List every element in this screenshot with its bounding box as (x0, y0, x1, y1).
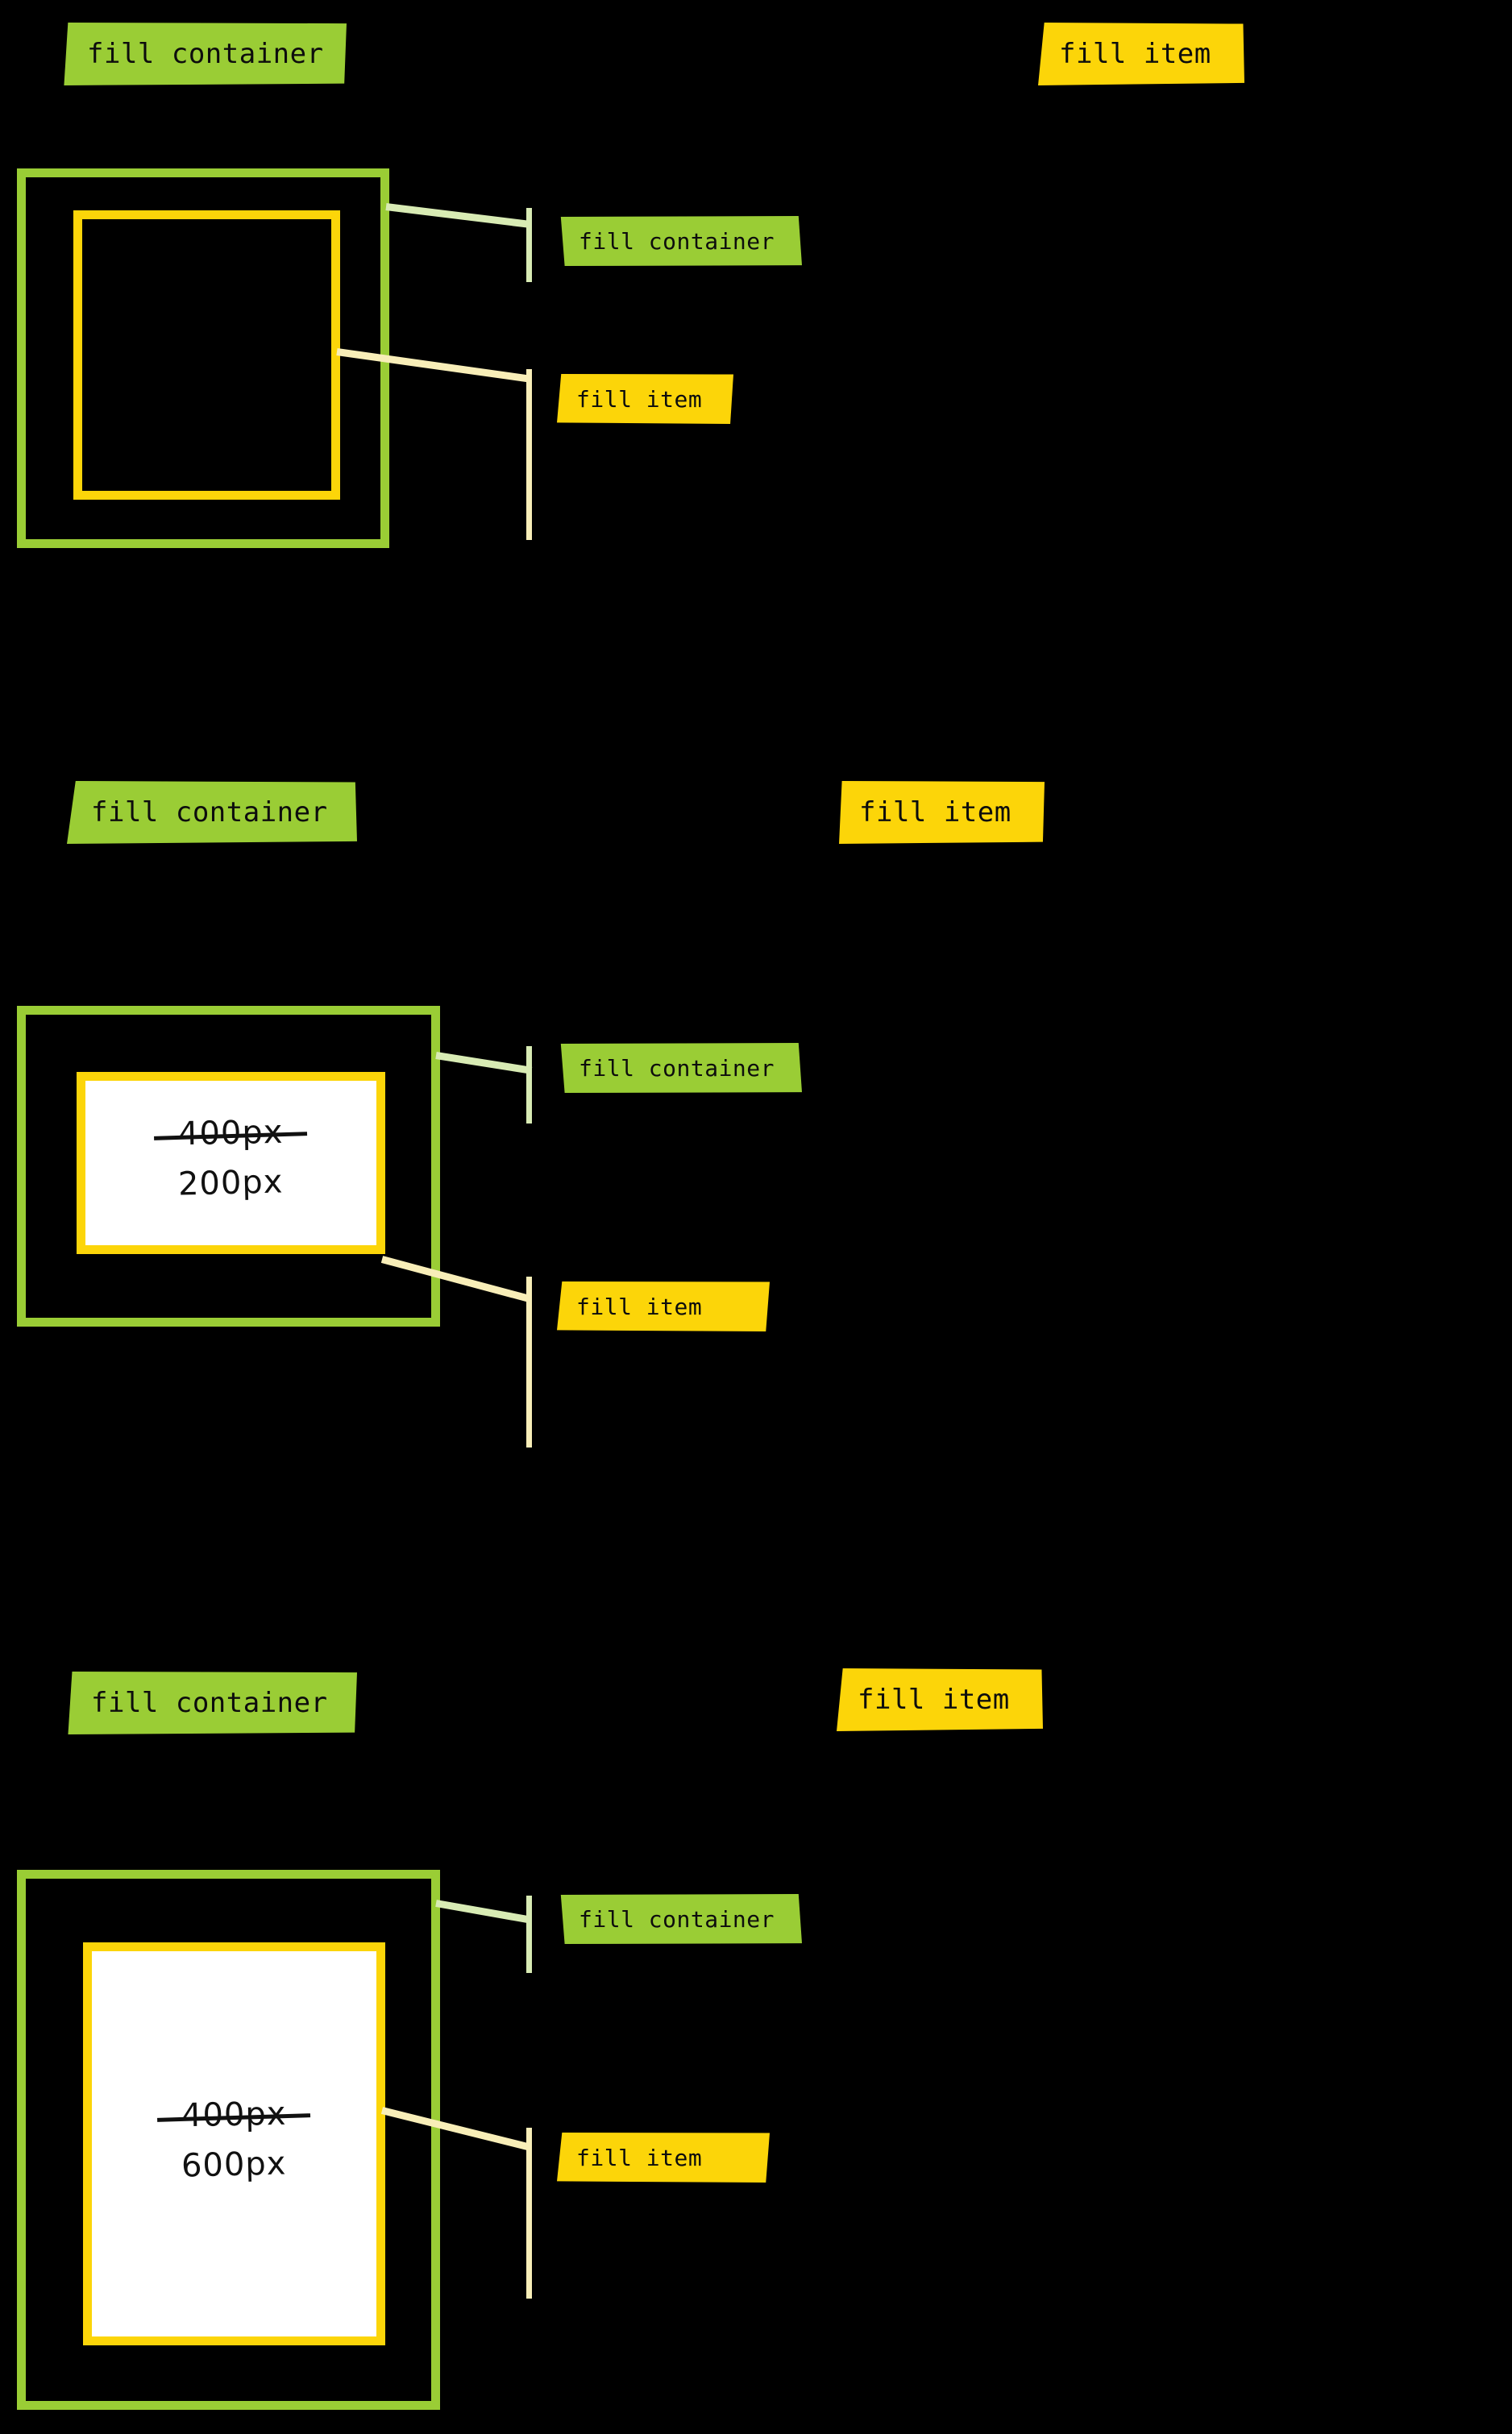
old-dimension: 400px (154, 1114, 308, 1153)
callout-label: fill item (576, 1293, 703, 1320)
highlighter-swatch-yellow (837, 1668, 1043, 1731)
callout-label: fill container (579, 227, 775, 255)
new-dimension-value: 600px (181, 2145, 288, 2185)
section-1-heading-fill-container: fill container (63, 23, 347, 85)
section-2-callout-fill-item: fill item (557, 1281, 770, 1331)
highlighter-swatch-green (560, 1043, 802, 1093)
heading-label: fill container (87, 38, 324, 70)
highlighter-swatch-green (560, 216, 802, 266)
callout-label: fill item (576, 385, 703, 413)
leader-tick (526, 2128, 532, 2299)
highlighter-swatch-yellow (557, 1281, 770, 1331)
section-3-fill-container-box (17, 1870, 440, 2410)
callout-label: fill container (579, 1905, 775, 1933)
heading-label: fill container (91, 796, 328, 829)
section-2-fill-container-box (17, 1006, 440, 1327)
new-dimension-value: 200px (177, 1163, 285, 1203)
section-2-fill-item-box: 400px 200px (77, 1072, 385, 1254)
leader-tick (526, 1046, 532, 1124)
heading-label: fill container (91, 1687, 328, 1719)
highlighter-swatch-green (67, 781, 357, 844)
highlighter-swatch-green (68, 1672, 357, 1734)
section-3-heading-fill-item: fill item (837, 1668, 1043, 1731)
callout-label: fill container (579, 1054, 775, 1082)
heading-label: fill item (858, 1684, 1010, 1716)
section-3-dimensions: 400px 600px (92, 2095, 376, 2185)
highlighter-swatch-green (64, 23, 347, 85)
section-2-heading-fill-item: fill item (838, 781, 1045, 844)
leader-tick (526, 1277, 532, 1448)
leader-line (435, 1900, 532, 1924)
leader-line (435, 1052, 533, 1074)
highlighter-swatch-yellow (557, 374, 733, 424)
old-dimension: 400px (157, 2095, 311, 2135)
highlighter-swatch-green (560, 1894, 802, 1944)
leader-tick (526, 1896, 532, 1973)
section-3-callout-fill-container: fill container (559, 1894, 802, 1944)
highlighter-swatch-yellow (839, 781, 1045, 844)
leader-tick (526, 208, 532, 282)
highlighter-swatch-yellow (1038, 23, 1244, 85)
callout-label: fill item (576, 2144, 703, 2171)
heading-label: fill item (859, 796, 1011, 829)
section-1-callout-fill-container: fill container (559, 216, 802, 266)
section-1-heading-fill-item: fill item (1038, 23, 1244, 85)
heading-label: fill item (1059, 38, 1211, 70)
section-3-heading-fill-container: fill container (67, 1672, 357, 1734)
section-1-callout-fill-item: fill item (557, 374, 733, 424)
section-2-callout-fill-container: fill container (559, 1043, 802, 1093)
section-2-heading-fill-container: fill container (67, 781, 357, 844)
section-1-fill-item-box (73, 210, 340, 500)
leader-line (385, 203, 531, 228)
section-2-dimensions: 400px 200px (85, 1114, 376, 1203)
section-3-callout-fill-item: fill item (557, 2133, 770, 2183)
section-3-fill-item-box: 400px 600px (83, 1942, 385, 2345)
highlighter-swatch-yellow (557, 2133, 770, 2183)
leader-tick (526, 369, 532, 540)
